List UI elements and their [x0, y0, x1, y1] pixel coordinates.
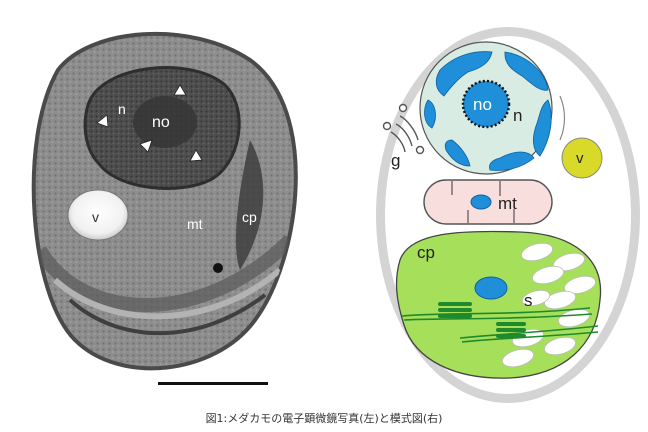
label-golgi: g: [391, 151, 400, 170]
em-vacuole: [67, 189, 129, 241]
golgi-body: [382, 103, 425, 155]
em-label-vacuole: v: [92, 209, 99, 225]
label-starch: s: [524, 291, 533, 310]
em-label-nucleus: n: [118, 101, 126, 117]
thylakoid-grana: [438, 302, 526, 338]
label-nucleus: n: [513, 106, 522, 125]
schematic-diagram: no n g v mt cp s: [376, 27, 640, 403]
em-micrograph: n no v mt cp: [31, 31, 298, 385]
vacuole: [561, 137, 603, 179]
mitochondrion-nucleoid: [470, 194, 492, 210]
nucleolus: [461, 79, 511, 129]
nucleus-chromatin: [424, 51, 552, 171]
em-label-mitochondrion: mt: [187, 216, 203, 232]
vesicle-line: [559, 95, 566, 141]
em-arrowhead-2: [96, 114, 109, 128]
em-arrowhead-4: [189, 149, 203, 162]
label-vacuole: v: [576, 150, 584, 167]
em-scale-bar: [158, 382, 268, 385]
em-label-nucleolus: no: [152, 114, 170, 131]
em-cell-wall-band: [33, 235, 295, 312]
em-nucleolus: [133, 96, 197, 148]
em-lamella-band-2: [68, 293, 267, 336]
em-dense-granule: [213, 263, 223, 273]
figure-caption: 図1:メダカモの電子顕微鏡写真(左)と模式図(右): [205, 412, 443, 425]
em-arrowhead-3: [139, 139, 153, 153]
em-label-chloroplast: cp: [242, 209, 257, 225]
mitochondrion-cristae: [451, 181, 515, 223]
label-chloroplast: cp: [417, 243, 435, 262]
em-chloroplast: [235, 140, 264, 270]
pyrenoid: [474, 276, 508, 300]
em-lamella-band: [52, 267, 282, 320]
label-nucleolus: no: [473, 95, 492, 114]
label-mitochondrion: mt: [498, 194, 517, 213]
em-arrowhead-1: [173, 84, 187, 96]
